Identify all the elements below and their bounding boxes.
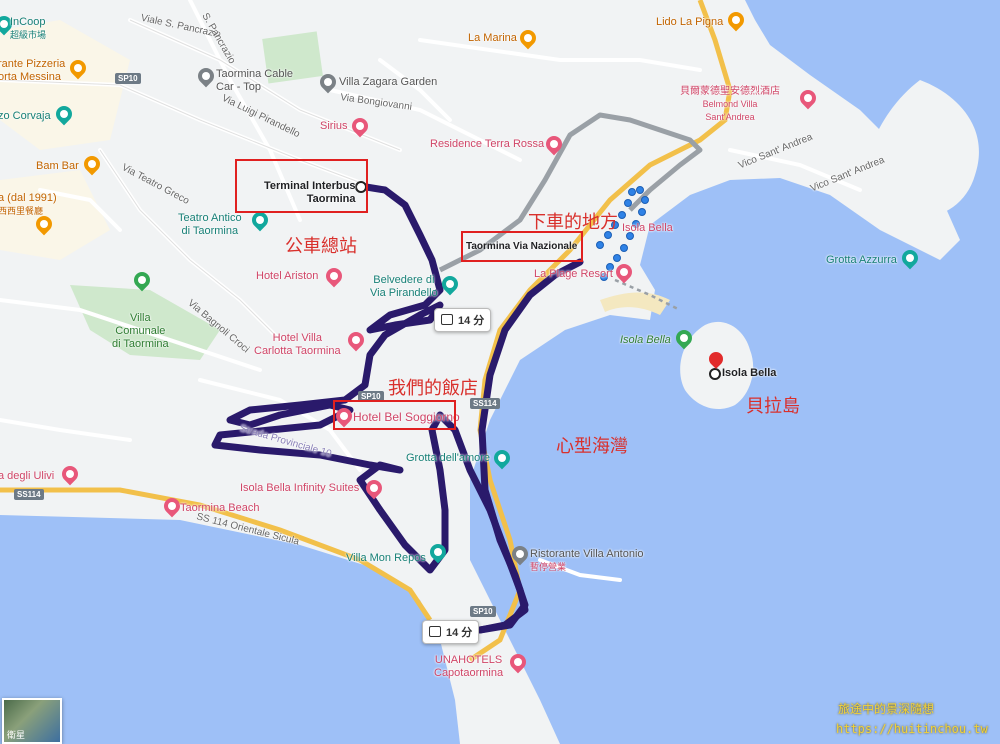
poi-name: rante Pizzeria (0, 58, 66, 70)
poi-incoop[interactable]: InCoop 超級市場 (10, 16, 46, 42)
poi-name: InCoop (10, 16, 46, 28)
poi-grotta-azzurra[interactable]: Grotta Azzurra (826, 254, 897, 266)
poi-sub: Sant'Andrea (705, 112, 755, 122)
poi-la-marina[interactable]: La Marina (468, 32, 517, 44)
poi-ariston[interactable]: Hotel Ariston (256, 270, 319, 282)
poi-taormina-beach[interactable]: Taormina Beach (180, 502, 260, 514)
isola-bella-dest-ring[interactable] (709, 368, 721, 380)
sea-area-west (0, 515, 460, 744)
poi-mon-repos[interactable]: Villa Mon Repos (346, 552, 426, 564)
duration-text: 14 分 (458, 315, 485, 327)
poi-bambar[interactable]: Bam Bar (36, 160, 79, 172)
satellite-toggle-button[interactable]: 衛星 (2, 698, 62, 744)
bus-icon (441, 314, 453, 325)
route-shield: SS114 (470, 398, 500, 409)
bus-icon (429, 626, 441, 637)
poi-villa-antonio[interactable]: Ristorante Villa Antonio 暫停營業 (530, 548, 644, 574)
poi-name: UNAHOTELS (434, 654, 503, 666)
satellite-label: 衛星 (7, 730, 26, 740)
annotation-bay: 心型海灣 (556, 436, 628, 457)
duration-text: 14 分 (446, 627, 473, 639)
poi-sub: Car - Top (216, 81, 262, 93)
stop-name: Terminal Interbus (264, 180, 356, 192)
bus-duration-lower[interactable]: 14 分 (422, 620, 480, 644)
annotation-our-hotel: 我們的飯店 (388, 378, 478, 399)
nazionale-stop-label[interactable]: Taormina Via Nazionale (466, 241, 578, 252)
poi-name: 貝爾蒙德聖安德烈酒店 (680, 86, 780, 97)
poi-isola-bella-dest[interactable]: Isola Bella (722, 367, 777, 379)
route-shield: SP10 (470, 606, 496, 617)
poi-name: Belvedere di (373, 274, 435, 286)
poi-infinity[interactable]: Isola Bella Infinity Suites (240, 482, 360, 494)
poi-name: a (dal 1991) (0, 192, 57, 204)
annotation-bus-station: 公車總站 (285, 236, 357, 257)
annotation-get-off: 下車的地方 (528, 212, 618, 233)
poi-name: Hotel Villa (272, 332, 322, 344)
poi-name: Taormina Cable (216, 68, 294, 80)
poi-grotta-amore[interactable]: Grotta dell'amore (406, 452, 491, 464)
poi-sub: di Taormina (181, 225, 239, 237)
poi-sirius[interactable]: Sirius (320, 120, 348, 132)
poi-lido-pigna[interactable]: Lido La Pigna (656, 16, 724, 28)
poi-name: Teatro Antico (178, 212, 242, 224)
terminal-highlight-box (235, 159, 368, 213)
poi-isola-bella-park[interactable]: Isola Bella (620, 334, 671, 346)
poi-sub: Carlotta Taormina (254, 345, 341, 357)
route-shield: SS114 (14, 489, 44, 500)
poi-dal1991[interactable]: a (dal 1991) 西西里餐廳 (0, 192, 57, 218)
bus-route (211, 182, 584, 634)
poi-terra-rossa[interactable]: Residence Terra Rossa (430, 138, 545, 150)
nazionale-highlight-box (461, 231, 583, 262)
poi-sub: Via Pirandello (370, 287, 438, 299)
watermark-url: https://huitinchou.tw (836, 722, 988, 736)
route-shield: SP10 (358, 391, 384, 402)
poi-sub: di Taormina (112, 338, 169, 350)
poi-sub: Capotaormina (434, 667, 504, 679)
route-shield: SP10 (115, 73, 141, 84)
poi-sub: 超級市場 (10, 30, 47, 40)
poi-sub: 西西里餐廳 (0, 206, 44, 216)
poi-sub: 暫停營業 (530, 562, 567, 572)
poi-sub: Belmond Villa (702, 99, 758, 109)
poi-sub: Comunale (115, 325, 166, 337)
hotel-highlight-box (333, 400, 456, 430)
poi-sub: orta Messina (0, 71, 61, 83)
bus-duration-upper[interactable]: 14 分 (434, 308, 492, 332)
poi-ulivi[interactable]: a degli Ulivi (0, 470, 55, 482)
poi-name: Villa (130, 312, 151, 324)
poi-bel-soggiorno[interactable]: Hotel Bel Soggiorno (353, 410, 460, 424)
poi-isola-bella-hotel[interactable]: Isola Bella (622, 222, 673, 234)
poi-corvaja[interactable]: zo Corvaja (0, 110, 51, 122)
cape-land (866, 80, 979, 219)
poi-zagara[interactable]: Villa Zagara Garden (339, 76, 438, 88)
watermark-title: 旅途中的景深隨想 (838, 702, 935, 716)
poi-name: Ristorante Villa Antonio (530, 548, 644, 560)
poi-la-plage[interactable]: La Plage Resort (534, 268, 613, 280)
annotation-island: 貝拉島 (746, 396, 800, 417)
stop-name: Taormina (306, 193, 356, 205)
walking-route (596, 186, 649, 281)
